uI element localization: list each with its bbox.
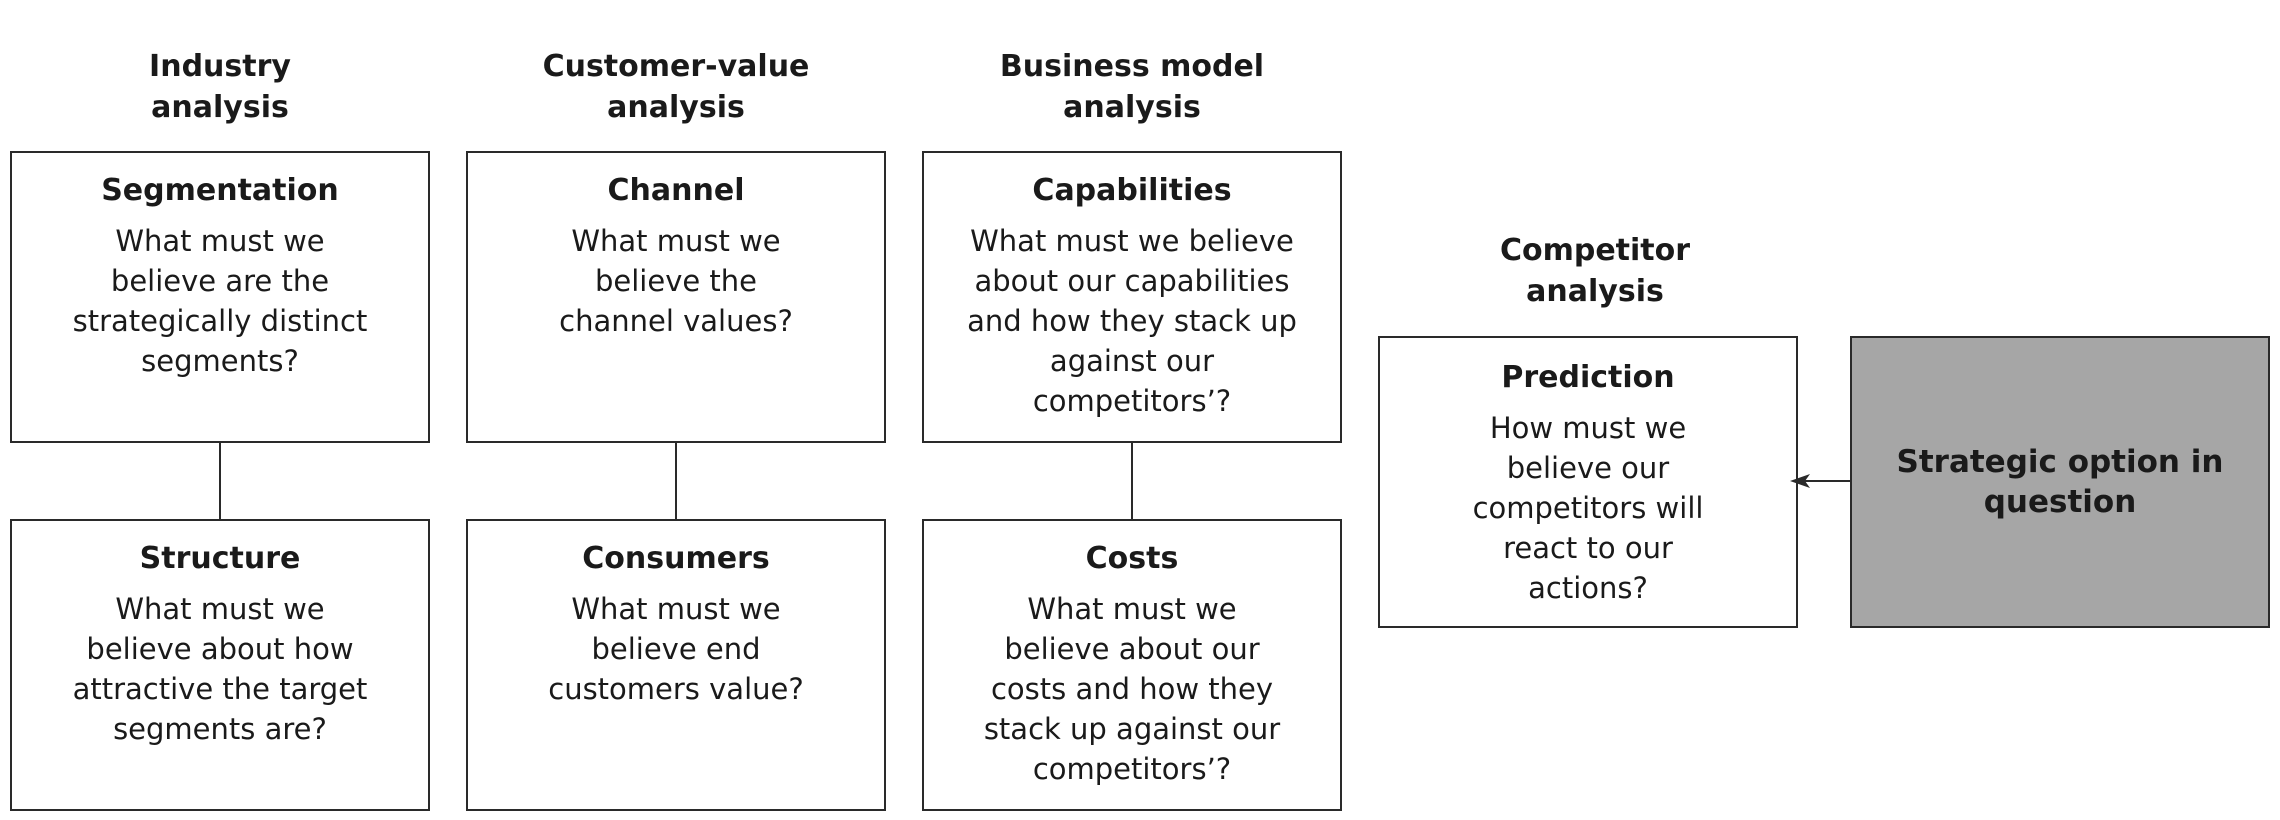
capabilities-box: Capabilities What must we believe about … <box>922 151 1342 443</box>
segmentation-box: Segmentation What must we believe are th… <box>10 151 430 443</box>
channel-question: What must we believe the channel values? <box>559 224 793 338</box>
channel-title: Channel <box>607 173 745 208</box>
segmentation-title: Segmentation <box>101 173 339 208</box>
structure-question: What must we believe about how attractiv… <box>72 592 368 746</box>
business-model-connector-line <box>1131 443 1133 519</box>
strategic-option-box: Strategic option in question <box>1850 336 2270 628</box>
prediction-box: Prediction How must we believe our compe… <box>1378 336 1798 628</box>
capabilities-title: Capabilities <box>1032 173 1232 208</box>
customer-value-analysis-heading: Customer-value analysis <box>542 49 810 125</box>
arrow-left-icon <box>1790 474 1854 488</box>
costs-question: What must we believe about our costs and… <box>983 592 1281 786</box>
industry-analysis-heading: Industry analysis <box>149 49 291 125</box>
costs-title: Costs <box>1085 541 1179 576</box>
prediction-title: Prediction <box>1501 360 1675 395</box>
structure-box: Structure What must we believe about how… <box>10 519 430 811</box>
segmentation-question: What must we believe are the strategical… <box>72 224 368 378</box>
consumers-box: Consumers What must we believe end custo… <box>466 519 886 811</box>
channel-box: Channel What must we believe the channel… <box>466 151 886 443</box>
costs-box: Costs What must we believe about our cos… <box>922 519 1342 811</box>
capabilities-question: What must we believe about our capabilit… <box>967 224 1297 418</box>
structure-title: Structure <box>139 541 301 576</box>
consumers-question: What must we believe end customers value… <box>548 592 804 706</box>
competitor-analysis-heading: Competitor analysis <box>1499 233 1691 309</box>
consumers-title: Consumers <box>582 541 770 576</box>
industry-connector-line <box>219 443 221 519</box>
customer-value-connector-line <box>675 443 677 519</box>
prediction-question: How must we believe our competitors will… <box>1472 411 1704 605</box>
business-model-analysis-heading: Business model analysis <box>999 49 1265 125</box>
strategic-option-label: Strategic option in question <box>1896 444 2224 520</box>
